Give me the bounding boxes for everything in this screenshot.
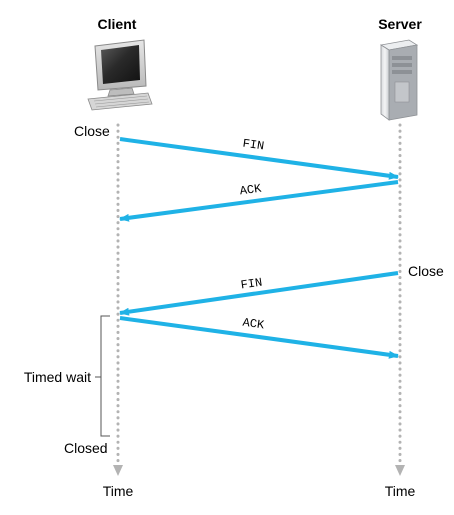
fin-arrow-client-to-server [119, 137, 399, 180]
desktop-computer-icon [87, 39, 153, 111]
client-timeline-arrow [113, 465, 123, 476]
fin-label-1: FIN [242, 137, 265, 154]
server-close-label: Close [408, 263, 444, 279]
server-timeline-arrow [395, 465, 405, 476]
server-tower-icon [379, 39, 419, 121]
fin-label-2: FIN [240, 276, 263, 293]
closed-label: Closed [64, 440, 108, 456]
ack-arrow-client-to-server [119, 316, 399, 359]
client-title: Client [98, 16, 137, 32]
ack-arrow-server-to-client [119, 180, 399, 222]
server-time-label: Time [385, 483, 416, 499]
client-close-label: Close [74, 123, 110, 139]
fin-arrow-server-to-client [119, 271, 399, 316]
ack-label-2: ACK [242, 316, 266, 333]
client-time-label: Time [103, 483, 134, 499]
timed-wait-bracket [95, 315, 110, 437]
timed-wait-label: Timed wait [24, 369, 91, 385]
ack-label-1: ACK [239, 182, 263, 199]
server-title: Server [378, 16, 422, 32]
